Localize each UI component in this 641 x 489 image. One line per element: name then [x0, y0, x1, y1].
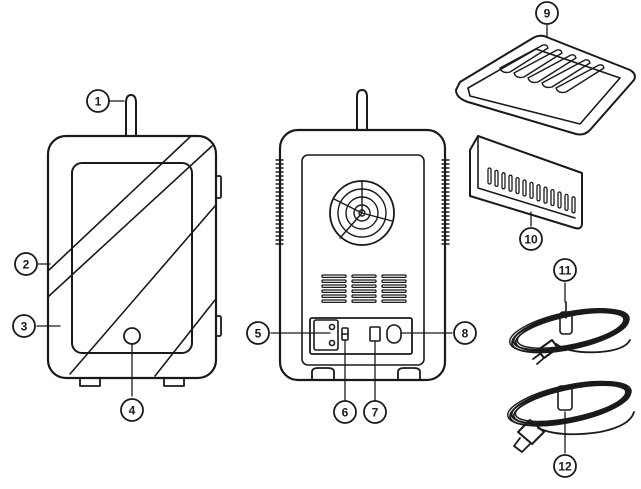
side-vents-left: [275, 159, 284, 245]
callout-leaders: [36, 24, 566, 454]
side-vents-right: [441, 159, 450, 245]
callout-number-12: 12: [558, 460, 572, 474]
fridge-body-front: [46, 134, 218, 380]
fridge-back-view: [275, 89, 450, 382]
callout-number-10: 10: [524, 233, 538, 247]
callout-12: 12: [553, 454, 577, 478]
foot-right: [163, 377, 185, 387]
back-panel: [301, 154, 425, 366]
callout-9: 9: [535, 1, 559, 25]
callout-4: 4: [120, 398, 144, 422]
callout-number-1: 1: [95, 95, 102, 109]
callout-2: 2: [14, 252, 38, 276]
callout-5: 5: [246, 321, 270, 345]
ac-power-cord: [509, 301, 631, 365]
glass-reflection-line: [48, 136, 191, 271]
callout-1: 1: [86, 89, 110, 113]
callout-number-8: 8: [462, 327, 469, 341]
control-panel: [309, 317, 413, 355]
cooling-fan: [329, 180, 395, 246]
fridge-body-back: [278, 128, 447, 382]
back-vent-grille: [321, 274, 407, 304]
dc-car-cord: [507, 380, 635, 453]
dc-power-socket: [369, 326, 381, 342]
glass-reflection-line: [48, 145, 213, 297]
foot-left: [79, 377, 101, 387]
fridge-front-view: [46, 94, 222, 387]
callout-number-3: 3: [21, 320, 28, 334]
shelf-tray: [455, 34, 636, 136]
foot-back-right: [397, 367, 421, 381]
callout-number-7: 7: [372, 406, 379, 420]
callout-7: 7: [363, 400, 387, 424]
ac-plug: [537, 339, 559, 359]
callout-number-4: 4: [129, 404, 136, 418]
storage-clip: [469, 135, 583, 230]
callout-10: 10: [519, 227, 543, 251]
foot-back-left: [311, 367, 335, 381]
callout-8: 8: [453, 321, 477, 345]
power-button: [123, 327, 141, 345]
carry-handle-front: [125, 94, 137, 137]
callout-number-9: 9: [544, 7, 551, 21]
callout-number-11: 11: [559, 264, 572, 278]
ac-power-socket: [386, 324, 402, 344]
dc-car-plug: [517, 419, 545, 445]
door-hinge-bottom: [215, 315, 222, 337]
callout-number-2: 2: [23, 258, 30, 272]
callout-3: 3: [12, 314, 36, 338]
door-hinge-top: [215, 175, 222, 199]
indicator-led: [328, 339, 336, 347]
callout-11: 11: [553, 258, 577, 282]
callout-number-6: 6: [342, 406, 349, 420]
indicator-led-panel: [313, 319, 339, 351]
callout-6: 6: [333, 400, 357, 424]
glass-reflection-line: [69, 205, 216, 375]
callout-number-5: 5: [255, 327, 262, 341]
indicator-led: [328, 323, 336, 331]
glass-reflection-line: [154, 299, 216, 377]
carry-handle-back: [356, 89, 368, 131]
